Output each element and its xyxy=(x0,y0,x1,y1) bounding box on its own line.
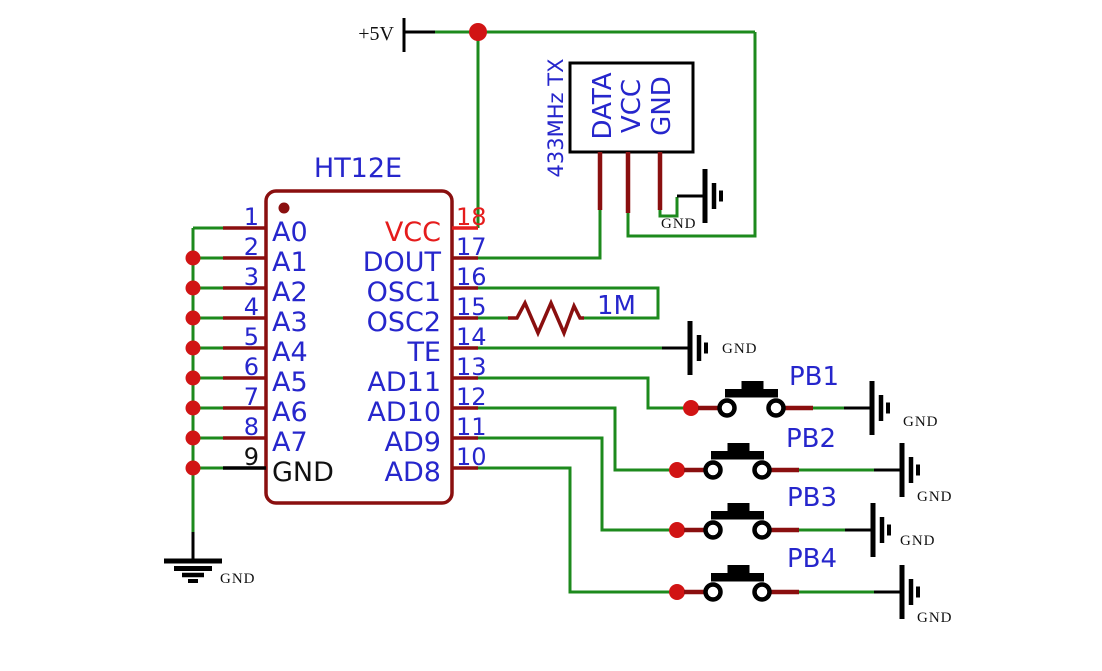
ground-symbol-tx[interactable] xyxy=(677,169,721,223)
pin-label-ad11: AD11 xyxy=(367,367,441,398)
resistor-value-label: 1M xyxy=(597,291,636,321)
pin-number-18: 18 xyxy=(456,203,487,231)
wire-5v-to-tx-vcc xyxy=(626,32,757,238)
pin-label-te: TE xyxy=(406,337,441,368)
pin-label-a7: A7 xyxy=(272,427,308,458)
wire-ad11-to-pb1 xyxy=(478,376,692,410)
pin-label-osc1: OSC1 xyxy=(367,277,441,308)
ic-left-pin-labels: A0 A1 A2 A3 A4 A5 A6 A7 GND xyxy=(272,217,334,488)
gnd-label-pb3: GND xyxy=(900,533,936,549)
pin-number-17: 17 xyxy=(456,233,487,261)
ic-title: HT12E xyxy=(314,153,402,184)
gnd-label-pb2: GND xyxy=(917,489,953,505)
pushbutton-pb3[interactable] xyxy=(669,503,799,538)
ic-right-pin-stubs xyxy=(452,226,478,470)
pin-number-16: 16 xyxy=(456,263,487,291)
signal-wires xyxy=(478,210,875,594)
gnd-label-tx: GND xyxy=(661,216,697,232)
address-bus xyxy=(185,226,266,532)
pin-number-2: 2 xyxy=(244,233,259,261)
pin-number-6: 6 xyxy=(244,353,259,381)
push-button-rows: PB1 GND PB2 GND PB3 GND PB4 GND xyxy=(669,362,953,626)
tx-module-label: 433MHz TX xyxy=(544,59,568,178)
ic-right-pin-labels: VCC DOUT OSC1 OSC2 TE AD11 AD10 AD9 AD8 xyxy=(363,217,442,488)
resistor-zigzag[interactable] xyxy=(508,298,584,338)
pin-label-a3: A3 xyxy=(272,307,308,338)
tx-pin-label-gnd: GND xyxy=(647,76,677,136)
ground-symbol-main[interactable] xyxy=(164,532,222,581)
pin-number-9: 9 xyxy=(244,443,259,471)
pb1-label: PB1 xyxy=(789,362,839,392)
tx-module-body[interactable] xyxy=(568,61,695,154)
pushbutton-pb4[interactable] xyxy=(669,565,799,600)
gnd-label-te: GND xyxy=(722,341,758,357)
power-wires xyxy=(435,23,757,238)
tx-pin-label-vcc: VCC xyxy=(617,79,647,133)
ic-left-pin-numbers: 1 2 3 4 5 6 7 8 9 xyxy=(244,203,259,471)
tx-module[interactable]: 433MHz TX DATA VCC GND xyxy=(544,59,695,213)
pin-number-8: 8 xyxy=(244,413,259,441)
gnd-label-pb1: GND xyxy=(903,414,939,430)
pin-label-ad8: AD8 xyxy=(385,457,441,488)
gnd-label-main: GND xyxy=(220,571,256,587)
pin-number-15: 15 xyxy=(456,293,487,321)
pin-label-ad9: AD9 xyxy=(385,427,441,458)
pin-label-a6: A6 xyxy=(272,397,308,428)
ic-right-pin-numbers: 18 17 16 15 14 13 12 11 10 xyxy=(456,203,487,471)
pin-label-a0: A0 xyxy=(272,217,308,248)
tx-pin-label-data: DATA xyxy=(588,72,618,139)
ground-symbol-pb4[interactable] xyxy=(874,565,918,619)
wire-ad10-to-pb2 xyxy=(478,406,678,472)
pin-label-a1: A1 xyxy=(272,247,308,278)
pin-number-12: 12 xyxy=(456,383,487,411)
pin-number-10: 10 xyxy=(456,443,487,471)
pushbutton-pb2[interactable] xyxy=(669,443,799,478)
pin-number-13: 13 xyxy=(456,353,487,381)
ground-symbol-pb2[interactable] xyxy=(874,443,918,497)
pin-label-a4: A4 xyxy=(272,337,308,368)
pin-label-vcc: VCC xyxy=(385,217,441,248)
pin-label-dout: DOUT xyxy=(363,247,442,278)
pin-number-4: 4 xyxy=(244,293,259,321)
wire-dout-to-tx-data xyxy=(478,210,602,260)
pin-number-5: 5 xyxy=(244,323,259,351)
wire-ad9-to-pb3 xyxy=(478,436,678,532)
power-label: +5V xyxy=(358,23,394,45)
ic-pin1-marker xyxy=(278,202,290,214)
gnd-label-pb4: GND xyxy=(917,610,953,626)
address-junction-dots xyxy=(185,250,201,476)
pin-label-a5: A5 xyxy=(272,367,308,398)
ht12e-ic[interactable]: HT12E 1 2 3 4 5 6 7 8 9 xyxy=(244,153,487,505)
pin-label-gnd: GND xyxy=(272,457,334,488)
pin-number-14: 14 xyxy=(456,323,487,351)
power-supply-symbol[interactable]: +5V xyxy=(358,18,436,52)
pin-label-osc2: OSC2 xyxy=(367,307,441,338)
pin-label-a2: A2 xyxy=(272,277,308,308)
pin-number-3: 3 xyxy=(244,263,259,291)
resistor-1m[interactable]: 1M xyxy=(508,291,636,338)
pb3-label: PB3 xyxy=(787,483,837,513)
ground-symbol-pb3[interactable] xyxy=(845,503,889,557)
address-stubs-pin xyxy=(223,226,266,470)
pin-number-7: 7 xyxy=(244,383,259,411)
ground-symbol-te[interactable] xyxy=(662,321,706,375)
pin-number-1: 1 xyxy=(244,203,259,231)
pin-label-ad10: AD10 xyxy=(367,397,441,428)
wire-tx-gnd xyxy=(658,197,679,218)
pin-number-11: 11 xyxy=(456,413,487,441)
junction-dot-rail xyxy=(469,23,487,41)
ground-symbol-pb1[interactable] xyxy=(844,381,888,435)
pb2-label: PB2 xyxy=(786,424,836,454)
wire-osc1-loop xyxy=(478,286,660,320)
wire-ad8-to-pb4 xyxy=(478,466,678,594)
pb4-label: PB4 xyxy=(787,544,837,574)
